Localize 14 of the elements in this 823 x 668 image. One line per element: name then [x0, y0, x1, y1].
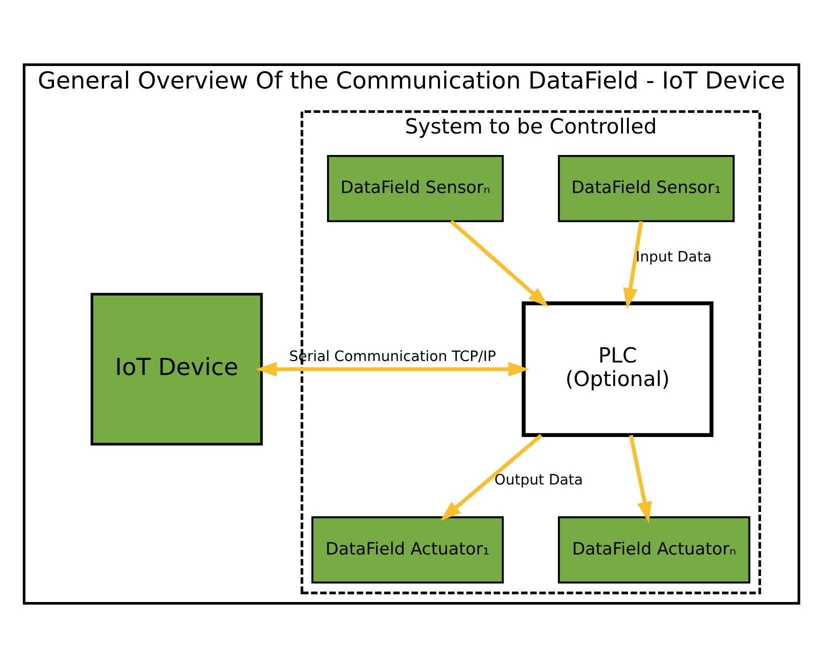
node-box: DataField Actuator₁	[311, 516, 504, 584]
node-box: IoT Device	[90, 292, 263, 446]
arrow	[440, 434, 542, 521]
edge-label: Input Data	[636, 249, 712, 266]
node-box: PLC (Optional)	[522, 301, 714, 438]
node-box: DataField Sensorₙ	[327, 154, 504, 222]
edge-label: Output Data	[494, 472, 583, 488]
arrow	[623, 220, 644, 310]
arrow	[628, 434, 652, 523]
node-box: DataField Actuatorₙ	[558, 516, 750, 584]
arrow	[256, 362, 530, 377]
arrow	[450, 220, 549, 308]
node-box: DataField Sensor₁	[558, 154, 735, 222]
edge-label: Serial Communication TCP/IP	[289, 349, 496, 366]
